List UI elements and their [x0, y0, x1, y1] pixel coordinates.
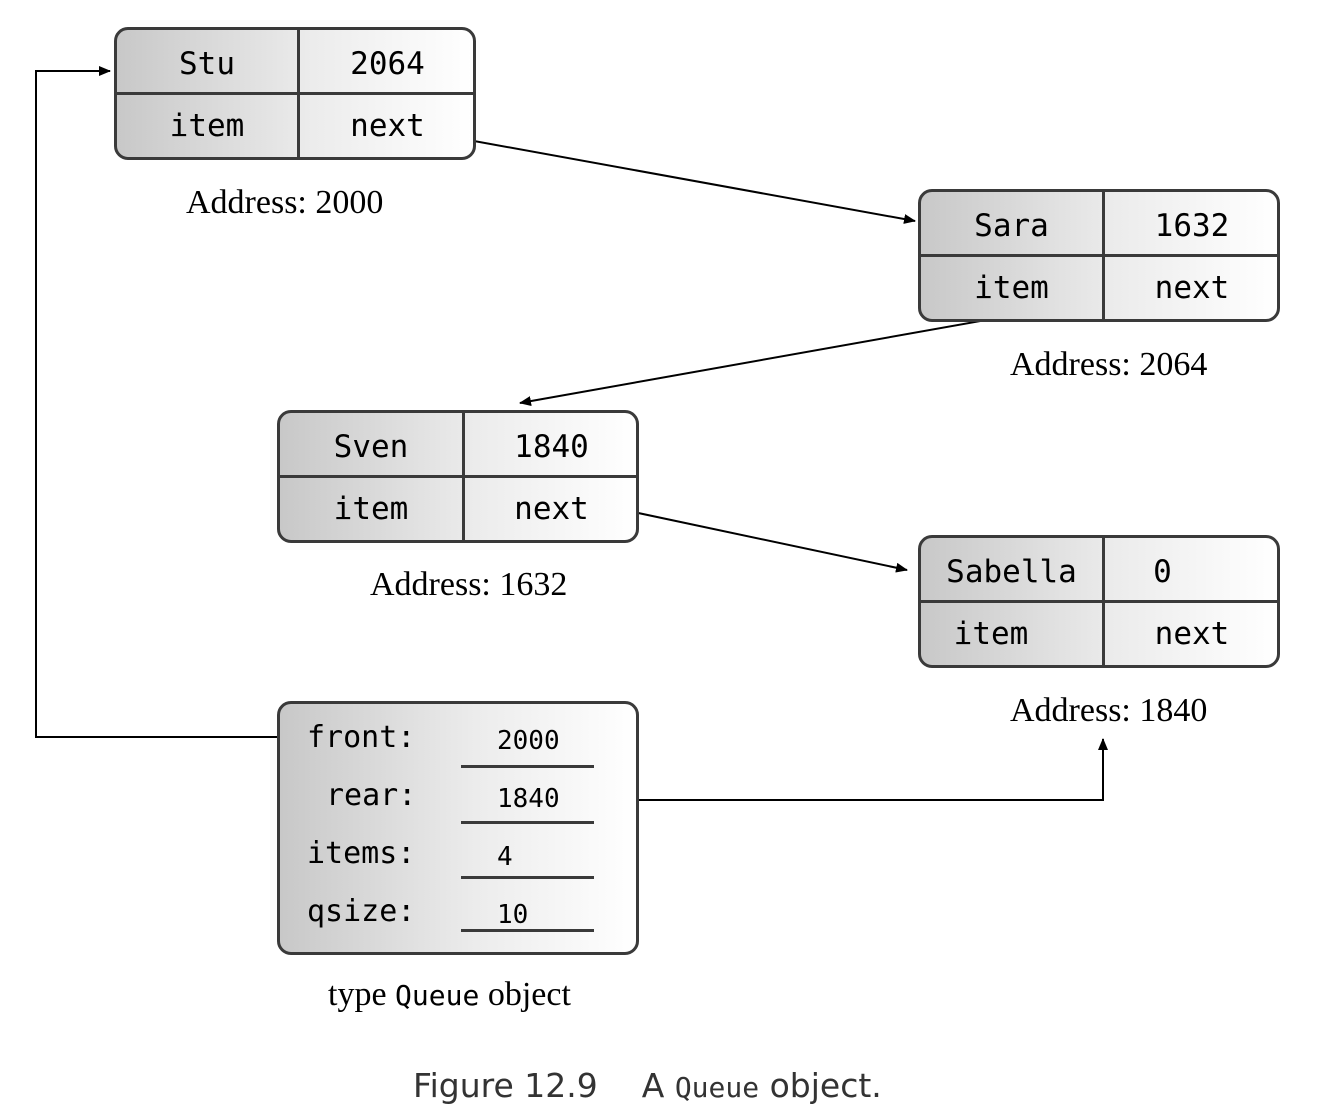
queue-object — [277, 701, 639, 955]
node-next-value: 2064 — [350, 46, 425, 82]
node-stu: Stu 2064 item next — [114, 27, 476, 160]
queue-field-underline — [461, 765, 594, 768]
node-item-label: item — [953, 616, 1029, 652]
queue-field-value: 4 — [497, 842, 513, 872]
queue-field-label: items: — [307, 836, 416, 871]
address-label: Address: 1632 — [370, 566, 568, 603]
node-next-label: next — [1154, 270, 1230, 306]
figure-caption-suffix: object. — [769, 1066, 882, 1105]
node-item-label: item — [333, 491, 409, 527]
node-sven: Sven 1840 item next — [277, 410, 639, 543]
figure-caption: Figure 12.9 A Queue object. — [413, 1066, 882, 1105]
queue-type-caption: type Queue object — [328, 976, 571, 1014]
figure-caption-code: Queue — [674, 1071, 760, 1104]
node-next-label: next — [514, 491, 589, 527]
address-label: Address: 2064 — [1010, 346, 1208, 383]
node-next-value: 0 — [1153, 554, 1172, 590]
queue-field-underline — [461, 821, 594, 824]
queue-field-value: 10 — [497, 900, 529, 930]
node-next-value: 1632 — [1154, 208, 1230, 244]
node-next-value: 1840 — [514, 429, 589, 465]
arrow-sven-to-sabella — [623, 509, 908, 573]
arrow-front-to-stu — [35, 66, 304, 738]
queue-caption-suffix: object — [487, 976, 571, 1013]
arrow-rear-to-sabella — [583, 738, 1108, 801]
queue-field-label: qsize: — [307, 894, 416, 929]
queue-field-underline — [461, 876, 594, 879]
arrow-stu-to-sara — [462, 138, 916, 224]
queue-field-value: 2000 — [497, 726, 560, 756]
queue-field-label: rear: — [326, 778, 417, 813]
node-next-label: next — [1154, 616, 1230, 652]
queue-field-label: front: — [307, 720, 416, 755]
node-item-value: Sven — [333, 429, 409, 465]
figure-number: Figure 12.9 — [413, 1066, 598, 1105]
queue-field-underline — [461, 929, 594, 932]
node-sara: Sara 1632 item next — [918, 189, 1280, 322]
address-label: Address: 1840 — [1010, 692, 1208, 729]
node-sabella: Sabella 0 item next — [918, 535, 1280, 668]
address-label: Address: 2000 — [186, 184, 384, 221]
node-item-value: Stu — [179, 46, 235, 82]
queue-field-value: 1840 — [497, 784, 560, 814]
node-next-label: next — [350, 108, 425, 144]
node-item-label: item — [974, 270, 1049, 306]
node-item-label: item — [169, 108, 245, 144]
queue-caption-code: Queue — [395, 979, 480, 1012]
node-item-value: Sara — [974, 208, 1049, 244]
queue-caption-prefix: type — [328, 976, 387, 1013]
figure-caption-prefix: A — [641, 1066, 665, 1105]
node-item-value: Sabella — [946, 554, 1077, 590]
